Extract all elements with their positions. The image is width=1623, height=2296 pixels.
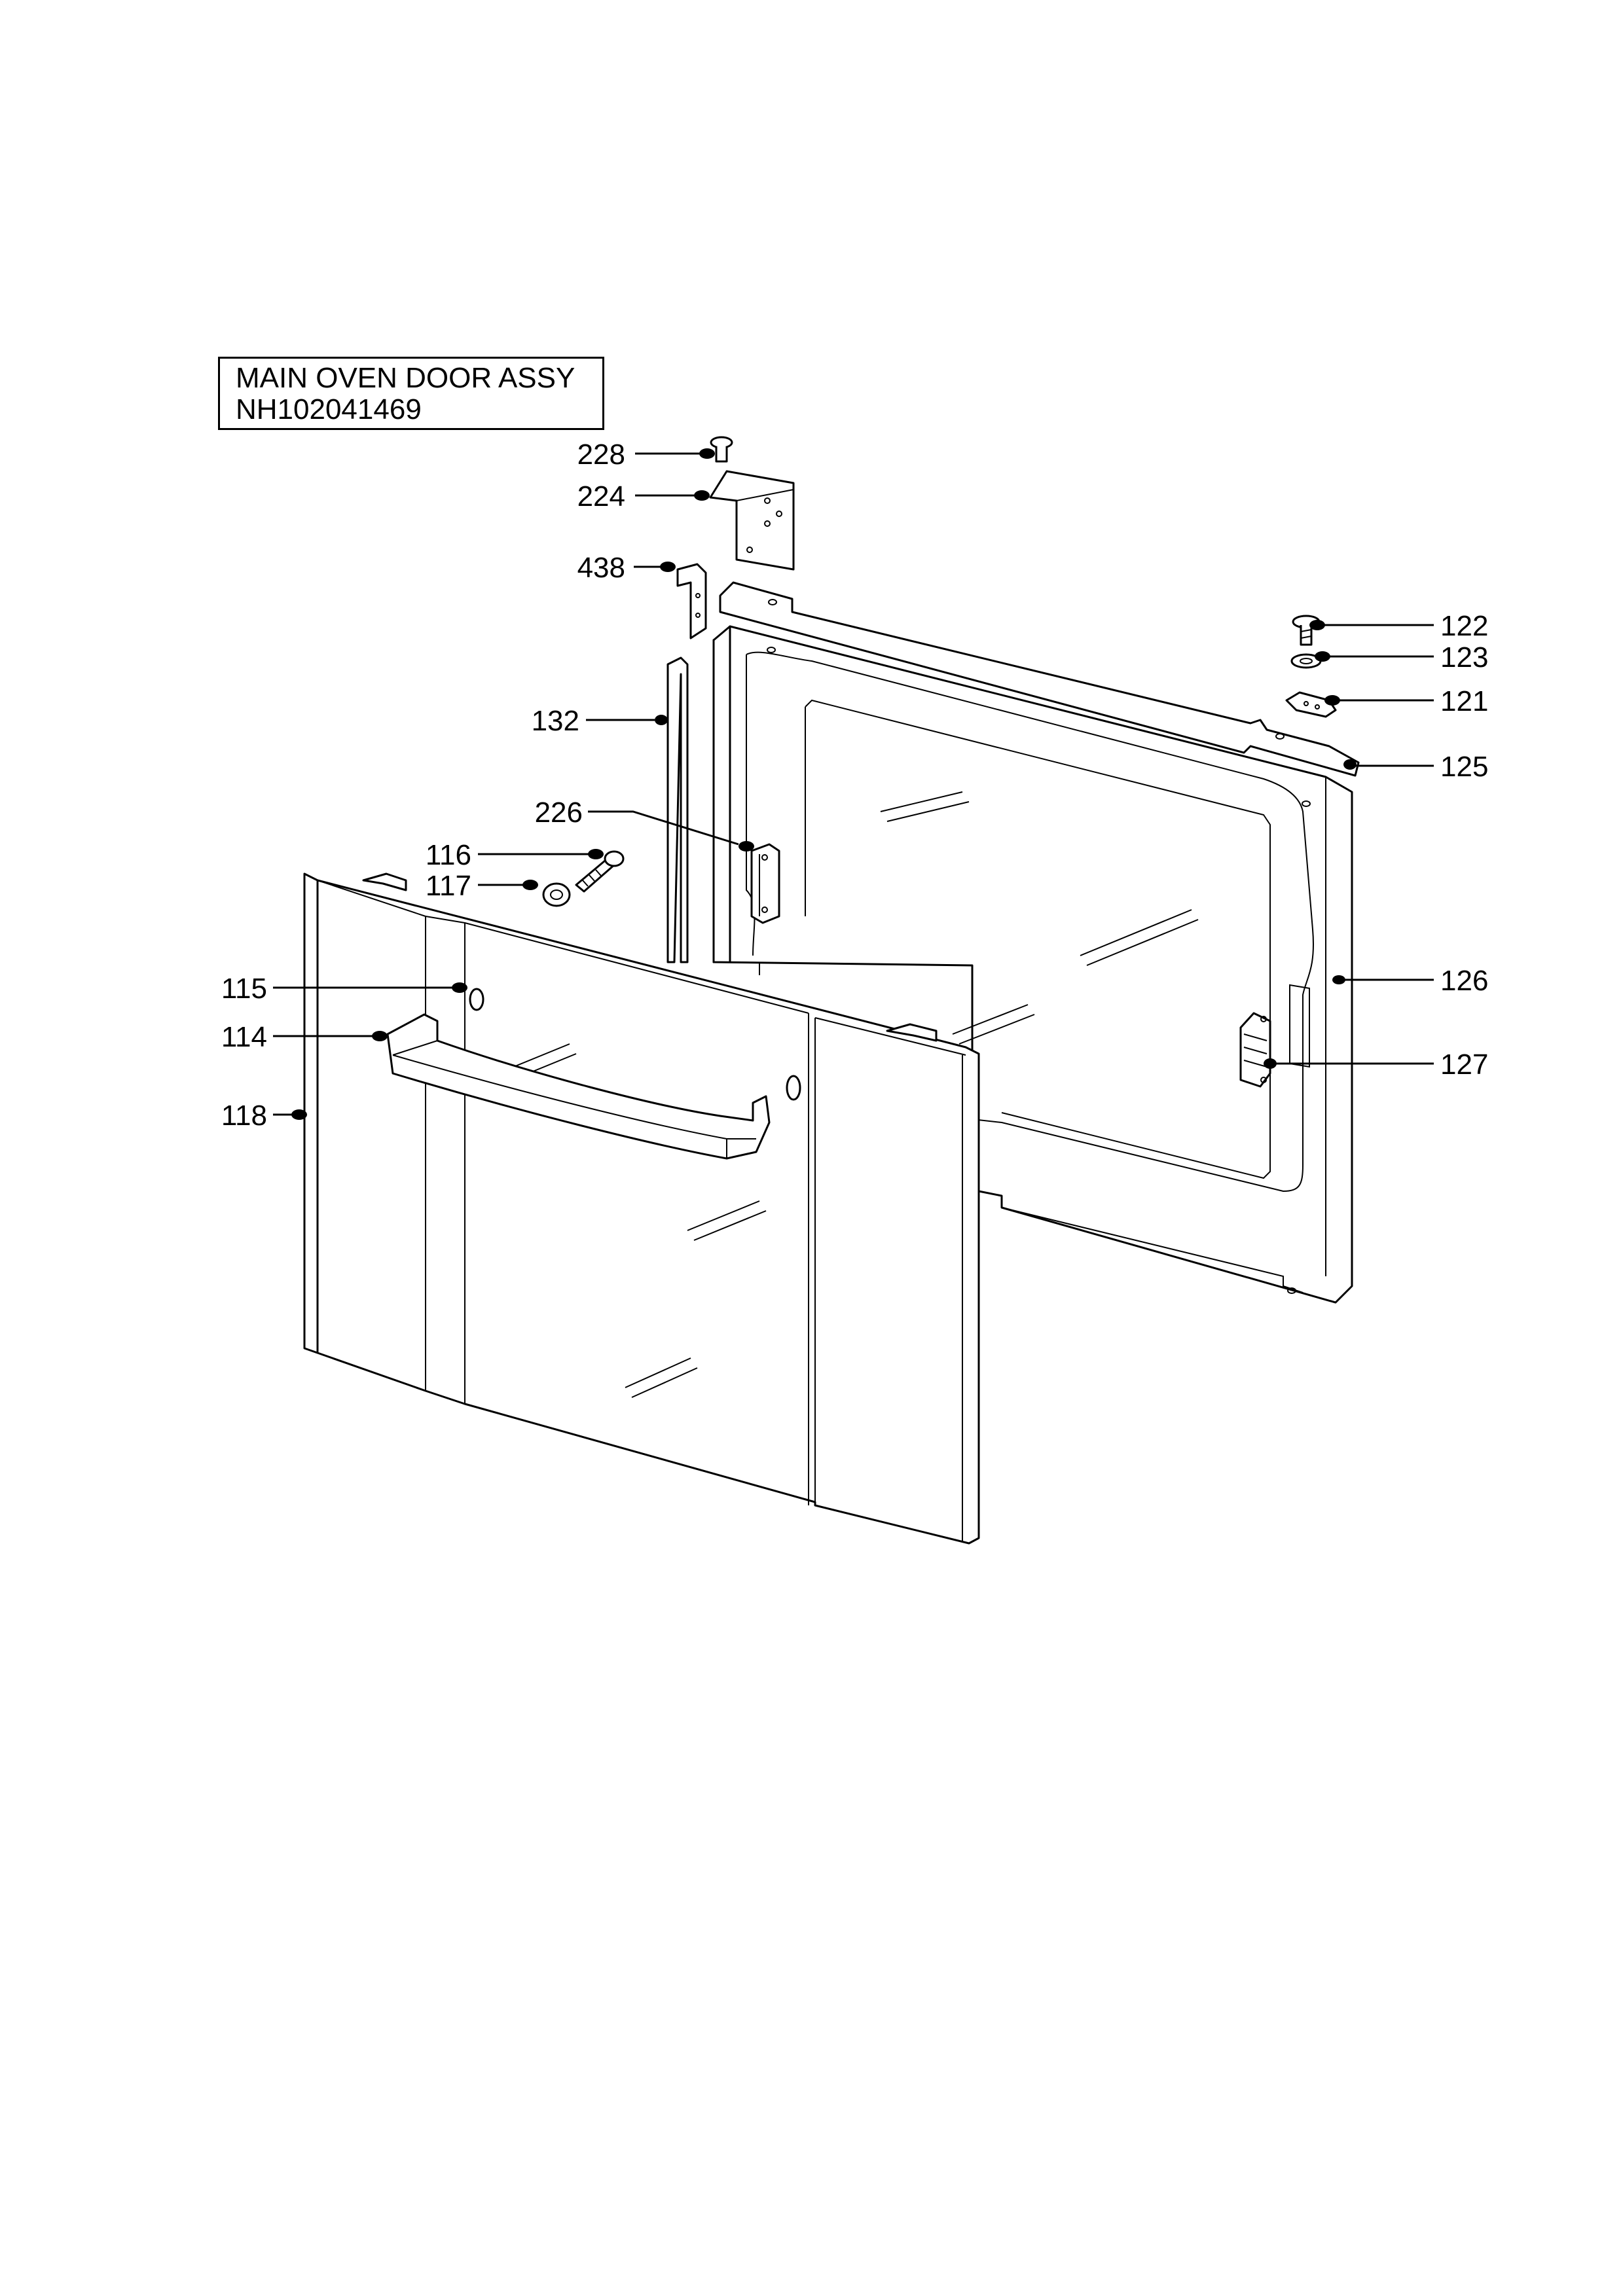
- inner-door-panel-126: [712, 625, 1353, 1304]
- bolt-116: [575, 850, 625, 893]
- outer-door-panel-118: [303, 872, 980, 1545]
- callout-125: 125: [1440, 751, 1488, 783]
- callout-115: 115: [221, 973, 267, 1005]
- callout-labels: 228 224 438 132 226 116 117 115 114 118 …: [221, 439, 1489, 1132]
- callout-127: 127: [1440, 1049, 1488, 1081]
- callout-117: 117: [426, 870, 471, 902]
- clip-121: [1285, 691, 1337, 718]
- callout-116: 116: [426, 839, 471, 871]
- callout-118: 118: [221, 1100, 267, 1132]
- top-trim-125: [719, 581, 1360, 777]
- callout-114: 114: [221, 1021, 267, 1053]
- nut-117: [542, 882, 571, 907]
- assembly-part-number: NH102041469: [236, 393, 422, 425]
- callout-121: 121: [1440, 685, 1488, 717]
- assembly-title: MAIN OVEN DOOR ASSY: [236, 362, 575, 394]
- hinge-bracket-224: [709, 470, 795, 571]
- callout-438: 438: [577, 552, 625, 584]
- callout-226: 226: [535, 797, 583, 829]
- leader-lines: [273, 448, 1434, 1120]
- callout-123: 123: [1440, 641, 1488, 673]
- callout-132: 132: [532, 705, 579, 737]
- callout-126: 126: [1440, 965, 1488, 997]
- door-handle-114: [386, 1013, 771, 1160]
- assembly-title-box: MAIN OVEN DOOR ASSY NH102041469: [218, 357, 604, 430]
- hinge-block-226: [750, 843, 780, 924]
- callout-122: 122: [1440, 610, 1488, 642]
- side-seal-132: [666, 656, 689, 963]
- callout-224: 224: [577, 480, 625, 512]
- hinge-127: [1239, 1012, 1271, 1088]
- bracket-438: [676, 563, 707, 639]
- screw-228: [710, 436, 733, 463]
- callout-228: 228: [577, 439, 625, 471]
